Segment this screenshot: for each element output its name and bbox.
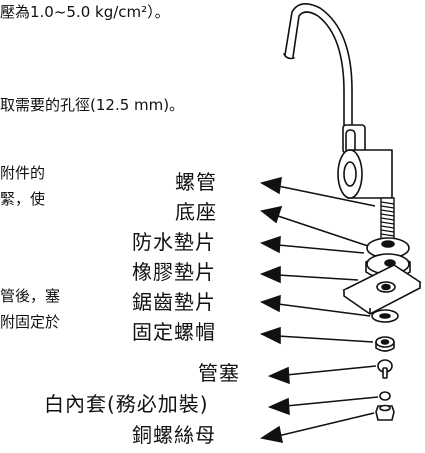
part-label-brass-nut: 銅螺絲母 xyxy=(132,423,216,447)
white-sleeve xyxy=(379,391,391,401)
instruction-line-5: 管後，塞 xyxy=(0,287,61,305)
threaded-pipe xyxy=(380,197,395,241)
part-label-fixing-nut: 固定螺帽 xyxy=(132,320,216,344)
part-label-white-sleeve: 白內套(務必加裝) xyxy=(44,392,209,416)
part-label-base: 底座 xyxy=(175,200,217,224)
part-label-rubber-pad: 橡膠墊片 xyxy=(132,260,216,284)
part-label-waterproof-pad: 防水墊片 xyxy=(132,230,216,254)
instruction-line-1: 壓為1.0~5.0 kg/cm²）。 xyxy=(0,3,170,21)
instruction-line-6: 附固定於 xyxy=(0,313,61,331)
leader-arrows xyxy=(259,176,379,444)
instruction-line-3: 附件的 xyxy=(0,164,46,182)
instruction-line-2: 取需要的孔徑(12.5 mm)。 xyxy=(0,96,185,114)
part-label-serrated-washer: 鋸齒墊片 xyxy=(132,290,216,314)
instruction-line-4: 緊，使 xyxy=(0,190,46,208)
part-label-pipe-plug: 管塞 xyxy=(198,361,240,385)
faucet-spout xyxy=(284,3,353,141)
part-label-pipe: 螺管 xyxy=(175,170,217,194)
